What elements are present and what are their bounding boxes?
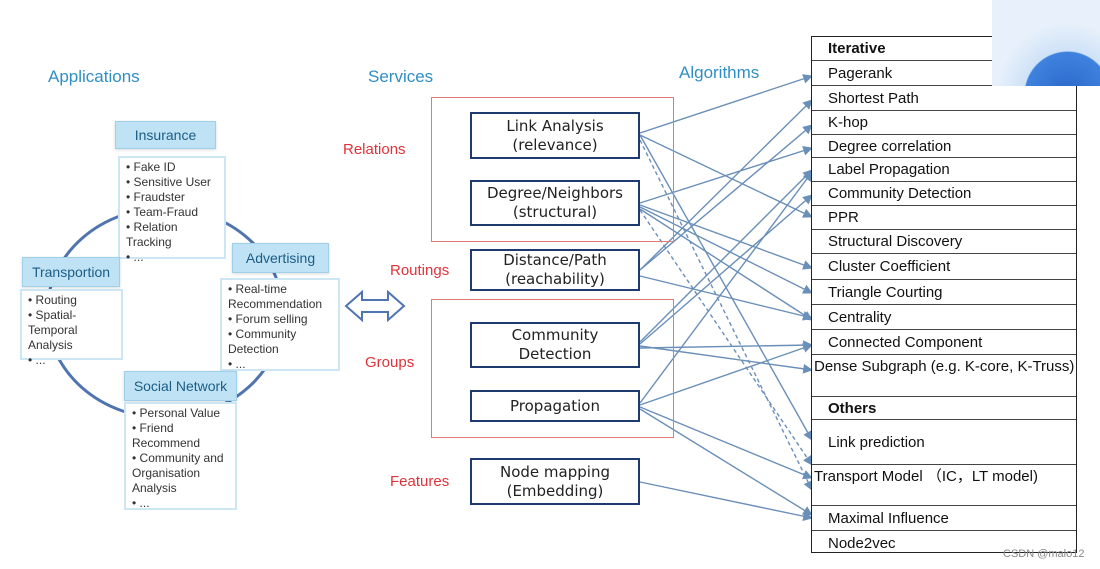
algo-transport-model: Transport Model （IC，LT model) — [812, 465, 1076, 506]
service-sublabel: (structural) — [512, 203, 598, 221]
service-label: Link Analysis — [506, 116, 604, 135]
list-item: Friend Recommend — [132, 421, 233, 451]
category-groups: Groups — [365, 354, 415, 371]
list-item: Community Detection — [228, 327, 336, 357]
social-network-list: Personal Value Friend Recommend Communit… — [124, 402, 237, 510]
presenter-avatar — [992, 0, 1100, 86]
insurance-title: Insurance — [115, 121, 216, 149]
list-item: Sensitive User — [126, 175, 222, 190]
algorithms-header: Algorithms — [679, 63, 760, 82]
service-label: Node mapping — [500, 462, 610, 481]
algo-label-propagation: Label Propagation — [812, 158, 1076, 182]
double-arrow-icon — [344, 289, 406, 323]
service-node-mapping: Node mapping (Embedding) — [470, 458, 640, 505]
services-header: Services — [368, 67, 434, 86]
service-algorithm-arrows — [639, 74, 813, 521]
category-routings: Routings — [390, 262, 450, 279]
list-item: Community and Organisation Analysis — [132, 451, 233, 496]
algo-pagerank: Pagerank — [812, 61, 1076, 86]
advertising-title: Advertising — [232, 243, 329, 273]
algo-community-detection: Community Detection — [812, 182, 1076, 206]
list-item: ... — [228, 357, 336, 372]
algo-section-iterative: Iterative — [812, 37, 1076, 61]
service-label: Community — [511, 326, 599, 344]
dashed-arrows — [639, 139, 813, 491]
algo-degree-correlation: Degree correlation — [812, 135, 1076, 158]
algo-node2vec: Node2vec — [828, 535, 896, 552]
algo-centrality: Centrality — [812, 305, 1076, 330]
category-relations: Relations — [343, 141, 406, 158]
list-item: Routing — [28, 293, 119, 308]
list-item: ... — [132, 496, 233, 511]
algo-connected-component: Connected Component — [812, 330, 1076, 355]
transportion-list: Routing Spatial-Temporal Analysis ... — [20, 289, 123, 367]
algo-ppr: PPR — [812, 206, 1076, 230]
service-community-detection: Community Detection — [470, 322, 640, 368]
category-features: Features — [390, 473, 450, 490]
service-sublabel: Detection — [518, 345, 592, 363]
list-item: ... — [126, 250, 222, 265]
social-network-title: Social Network — [124, 371, 237, 401]
service-sublabel: (relevance) — [512, 135, 598, 154]
algo-section-others: Others — [812, 397, 1076, 420]
applications-header: Applications — [48, 67, 140, 86]
service-label: Distance/Path — [503, 251, 607, 269]
service-sublabel: (Embedding) — [506, 481, 604, 500]
relations-frame — [431, 97, 674, 242]
algo-k-hop: K-hop — [812, 111, 1076, 135]
service-label: Degree/Neighbors — [487, 184, 623, 202]
list-item: Personal Value — [132, 406, 233, 421]
transportion-title: Transportion — [22, 257, 120, 287]
algo-structural-discovery: Structural Discovery — [812, 230, 1076, 254]
list-item: Spatial-Temporal Analysis — [28, 308, 119, 353]
list-item: Fraudster — [126, 190, 222, 205]
algo-triangle-courting: Triangle Courting — [812, 280, 1076, 305]
service-label: Propagation — [510, 396, 600, 415]
algorithms-table: Iterative Pagerank Shortest Path K-hop D… — [811, 36, 1077, 553]
service-link-analysis: Link Analysis (relevance) — [470, 112, 640, 159]
service-propagation: Propagation — [470, 390, 640, 422]
list-item: Forum selling — [228, 312, 336, 327]
list-item: Team-Fraud — [126, 205, 222, 220]
watermark: CSDN @malo12 — [1003, 548, 1085, 560]
list-item: Fake ID — [126, 160, 222, 175]
list-item: ... — [28, 353, 119, 368]
list-item: Real-time Recommendation — [228, 282, 336, 312]
service-distance-path: Distance/Path (reachability) — [470, 249, 640, 291]
groups-frame — [431, 299, 674, 438]
algo-maximal-influence: Maximal Influence — [812, 506, 1076, 531]
algo-link-prediction: Link prediction — [812, 420, 1076, 465]
algo-shortest-path: Shortest Path — [812, 86, 1076, 111]
insurance-list: Fake ID Sensitive User Fraudster Team-Fr… — [118, 156, 226, 264]
algo-dense-subgraph: Dense Subgraph (e.g. K-core, K-Truss) — [812, 355, 1076, 397]
advertising-list: Real-time Recommendation Forum selling C… — [220, 278, 340, 371]
service-sublabel: (reachability) — [505, 270, 605, 288]
service-degree-neighbors: Degree/Neighbors (structural) — [470, 180, 640, 226]
list-item: Relation Tracking — [126, 220, 222, 250]
algo-cluster-coefficient: Cluster Coefficient — [812, 254, 1076, 280]
